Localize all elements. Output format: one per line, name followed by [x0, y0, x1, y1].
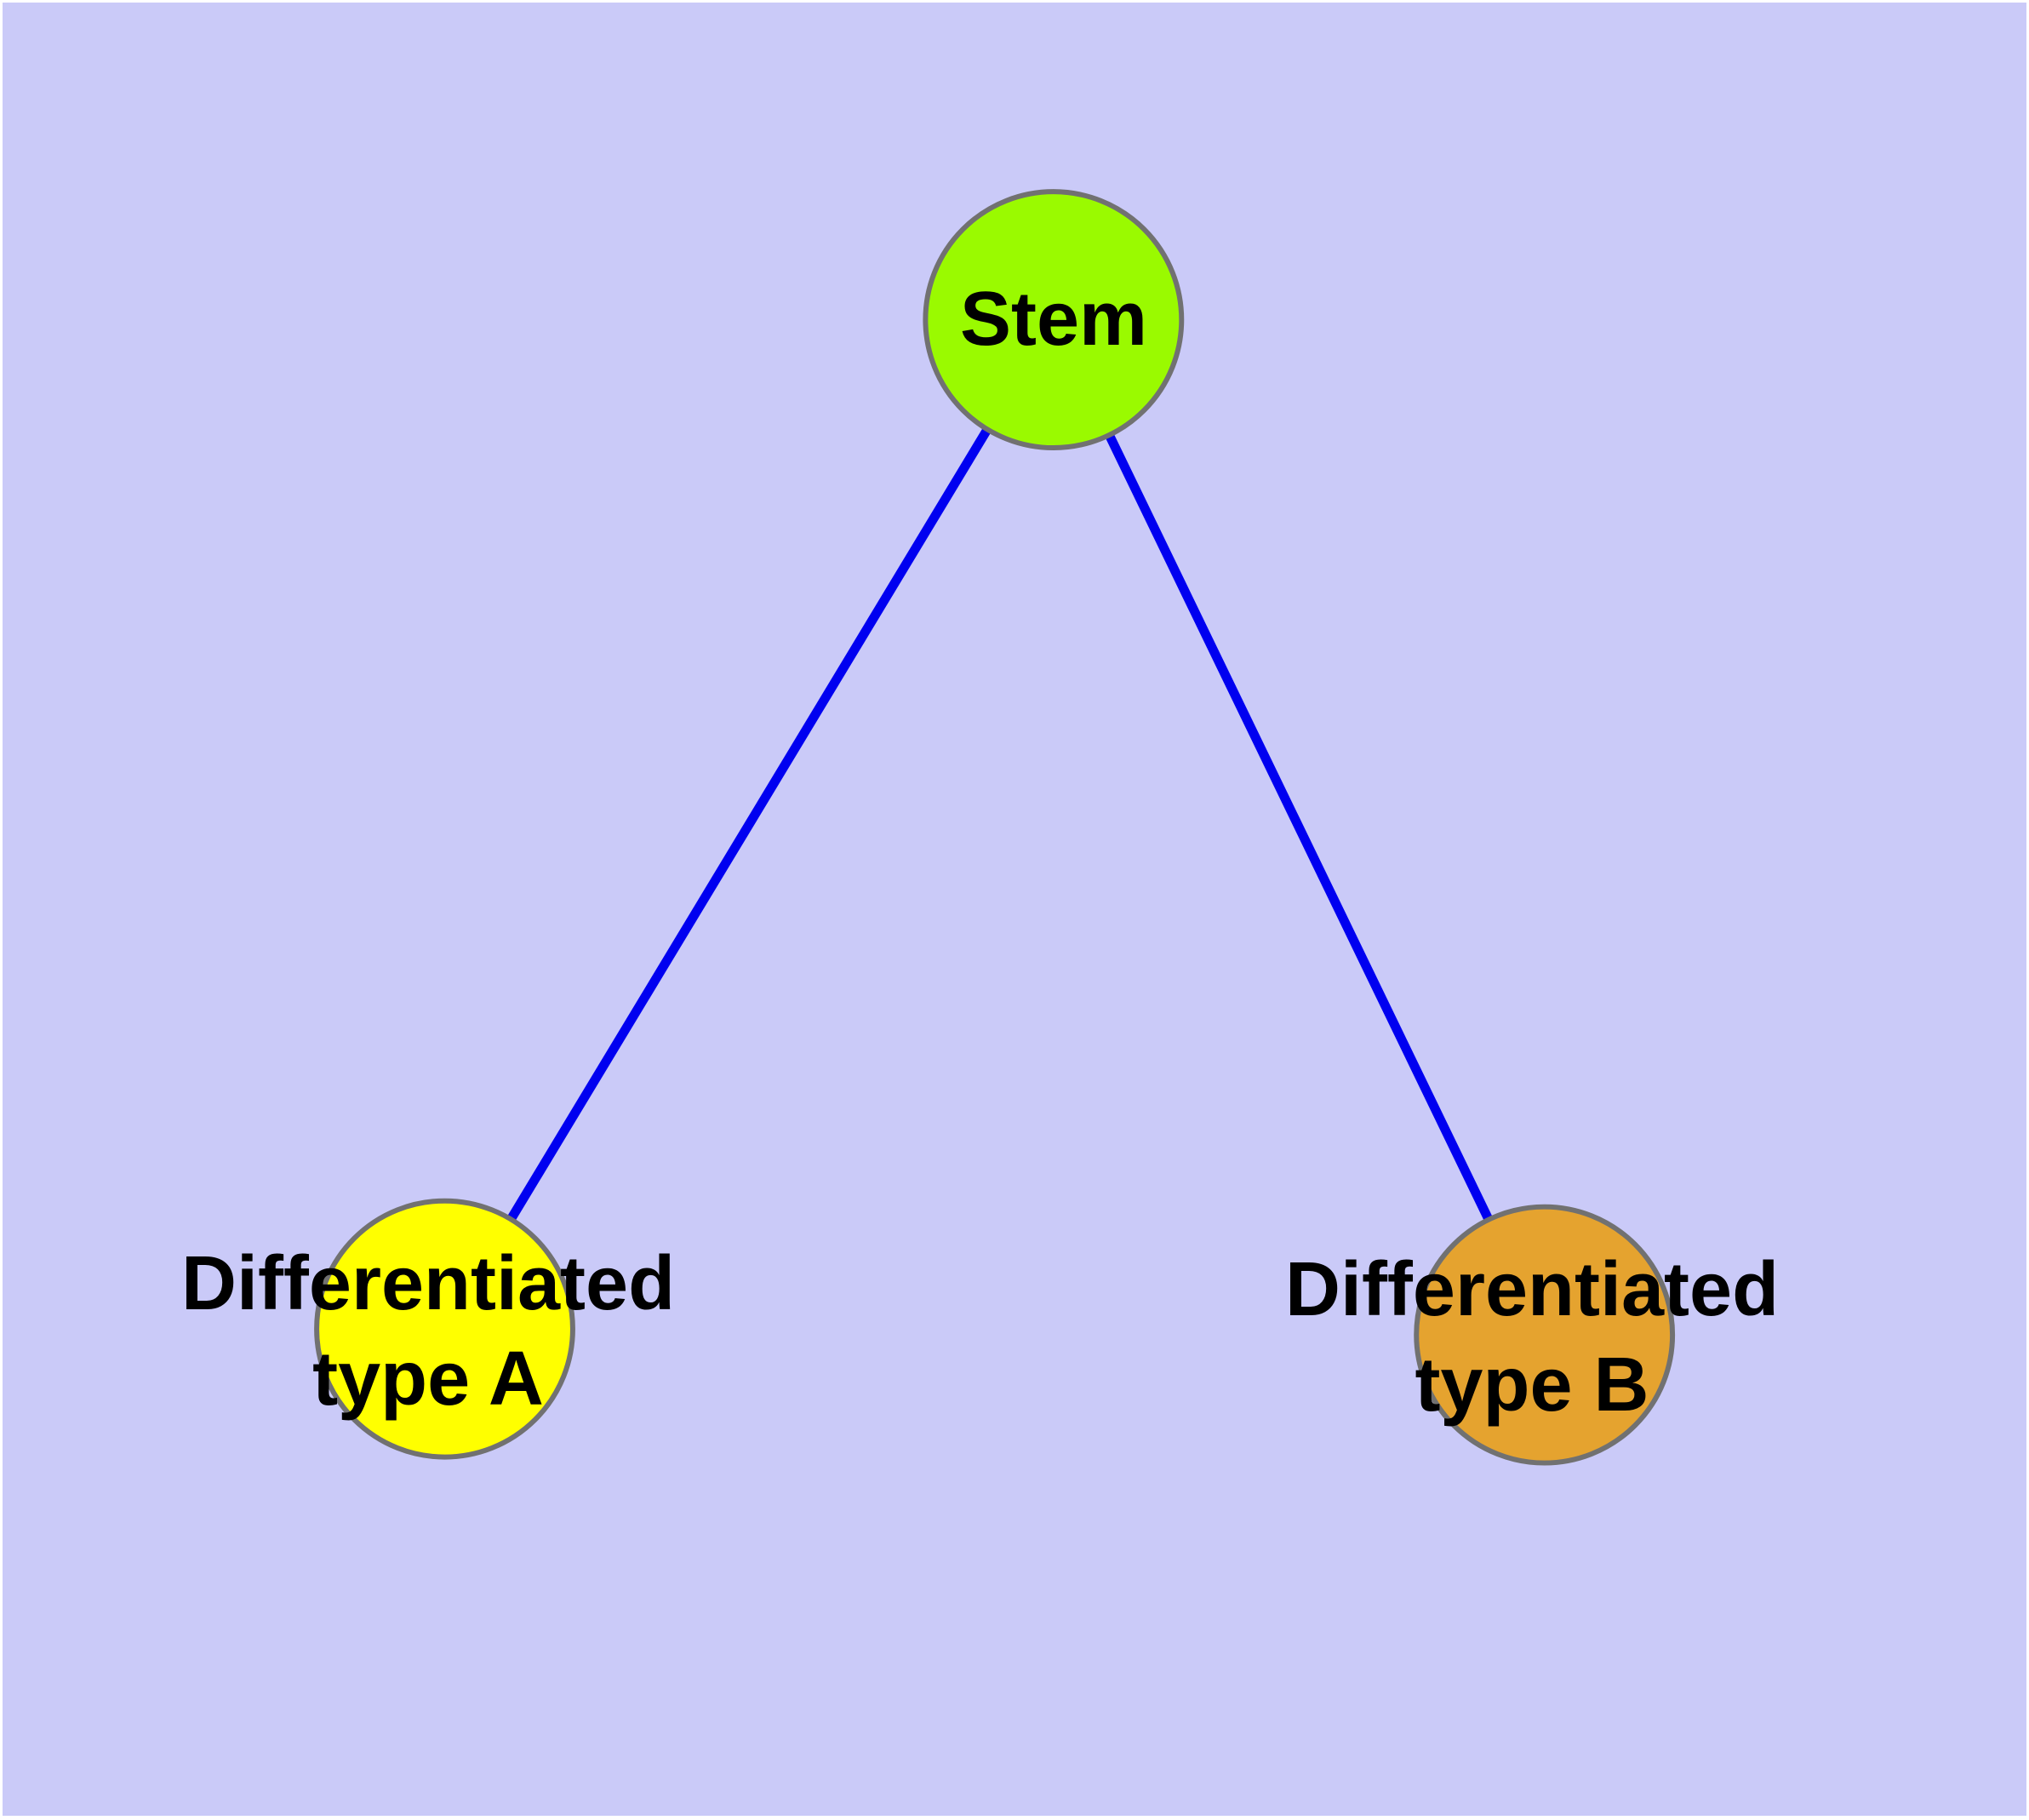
- type-a-node-circle: [314, 1198, 575, 1460]
- graph-svg: [314, 189, 1676, 1466]
- stem-node-circle: [923, 189, 1185, 451]
- edge-stem-to-type-b: [1049, 318, 1549, 1337]
- edge-stem-to-type-a: [440, 317, 1058, 1331]
- type-b-node-circle: [1414, 1204, 1676, 1466]
- diagram-background: Stem Differentiated type A Differentiate…: [3, 3, 2026, 1816]
